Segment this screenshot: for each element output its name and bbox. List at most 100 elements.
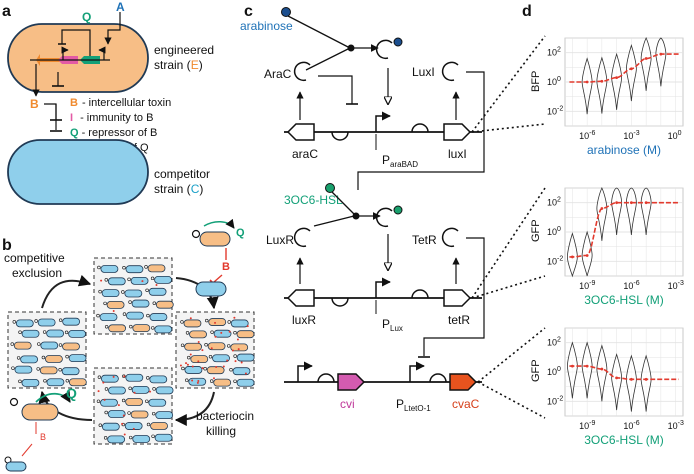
toxin-dot (214, 335, 217, 338)
toxin-dot (121, 422, 124, 425)
bacterium (131, 385, 150, 394)
bacterium (212, 354, 230, 363)
fit-curve (569, 201, 679, 258)
bacterium (62, 342, 80, 351)
luxr-gene-icon (286, 289, 315, 307)
violin-mark (596, 344, 608, 402)
p-ltet-label: PLtetO-1 (396, 397, 431, 413)
toxin-dot (185, 362, 188, 365)
mini-diagram-top: Q B (191, 218, 245, 297)
bacteriocin-label: bacteriocin (196, 409, 254, 423)
toxin-dot (122, 414, 125, 417)
toxin-dot (231, 349, 234, 352)
bacterium (232, 367, 251, 376)
bacterium (14, 365, 33, 374)
luxi-protein-label: LuxI (412, 65, 435, 79)
toxin-dot (210, 347, 213, 350)
competitive-label: competitive (4, 251, 65, 265)
y-tick-label: 102 (547, 337, 561, 348)
bacterium (189, 330, 207, 339)
bacterium (62, 317, 81, 326)
bacterium (132, 435, 151, 443)
violin-mark (640, 187, 652, 235)
tetr-gene-icon (443, 289, 472, 307)
panel-a-label: a (2, 3, 11, 20)
toxin-dot (186, 363, 189, 366)
bacterium (148, 287, 167, 296)
bacterium (61, 367, 80, 376)
killing-label: killing (206, 424, 236, 438)
panel-a: a Q A B engineered strain (E) B- interce… (2, 0, 214, 205)
y-tick-label: 100 (547, 366, 561, 377)
toxin-dot (236, 338, 239, 341)
toxin-dot (197, 379, 200, 382)
bacterium (131, 299, 150, 308)
bacterium (125, 265, 144, 274)
bacterium (99, 313, 118, 322)
bacterium (126, 311, 144, 320)
arac-arabinose-complex (375, 37, 403, 60)
toxin-dot (214, 321, 217, 324)
panel-c: c arabinose AraC LuxI araC (240, 3, 485, 413)
colony-box-bottom (93, 367, 174, 445)
tetr-protein-label: TetR (412, 233, 437, 247)
arac-protein-icon (293, 61, 311, 82)
bacterium (184, 342, 202, 351)
bacterium (125, 398, 144, 406)
violin-mark (581, 341, 593, 399)
competitor-strain-label: strain (C) (154, 182, 203, 196)
luxr-hsl-complex (375, 205, 403, 228)
bacterium (44, 355, 63, 363)
cvac-label: cvaC (452, 397, 480, 411)
bacterium (149, 375, 168, 384)
bacterium (68, 378, 87, 387)
cvac-gene-icon (449, 373, 478, 391)
bacterium (100, 398, 118, 407)
toxin-dot (155, 284, 158, 287)
bacterium (236, 353, 255, 362)
bacterium (100, 265, 119, 273)
bacterium (155, 411, 174, 420)
toxin-dot (189, 353, 192, 356)
x-tick-label: 10-6 (623, 280, 639, 291)
panel-d-label: d (522, 3, 532, 20)
toxin-dot (233, 316, 236, 319)
bacterium (107, 277, 126, 286)
fit-curve (569, 365, 679, 381)
x-tick-label: 10-6 (623, 420, 639, 431)
toxin-dot (100, 279, 103, 282)
colony-box-left (7, 311, 87, 389)
luxi-gene-icon (443, 123, 472, 141)
bacterium (125, 373, 144, 382)
p-lux-label: PLux (382, 317, 403, 333)
bacterium (37, 318, 56, 327)
toxin-dot (237, 348, 240, 351)
violin-mark (655, 37, 667, 87)
violin-mark (566, 232, 578, 278)
toxin-dot (222, 365, 225, 368)
toxin-dot (141, 280, 144, 283)
label-q: Q (82, 10, 91, 24)
y-tick-label: 100 (547, 76, 561, 87)
violin-mark (640, 37, 652, 91)
violin-mark (581, 57, 593, 115)
y-axis-label: BFP (530, 71, 542, 92)
bacterium (149, 313, 168, 321)
arac-gene-icon (286, 123, 315, 141)
bacterium (40, 341, 59, 350)
bacterium (154, 433, 173, 442)
bacterium (236, 378, 255, 387)
toxin-dot (196, 381, 199, 384)
svg-text:Q: Q (236, 227, 245, 239)
exclusion-label: exclusion (12, 266, 62, 280)
toxin-dot (191, 365, 194, 368)
luxr-protein-label: LuxR (266, 233, 294, 247)
x-tick-label: 100 (668, 130, 682, 141)
violin-mark (611, 52, 623, 110)
y-tick-label: 10-2 (547, 395, 563, 406)
violin-mark (596, 56, 608, 114)
x-tick-label: 10-6 (579, 130, 595, 141)
